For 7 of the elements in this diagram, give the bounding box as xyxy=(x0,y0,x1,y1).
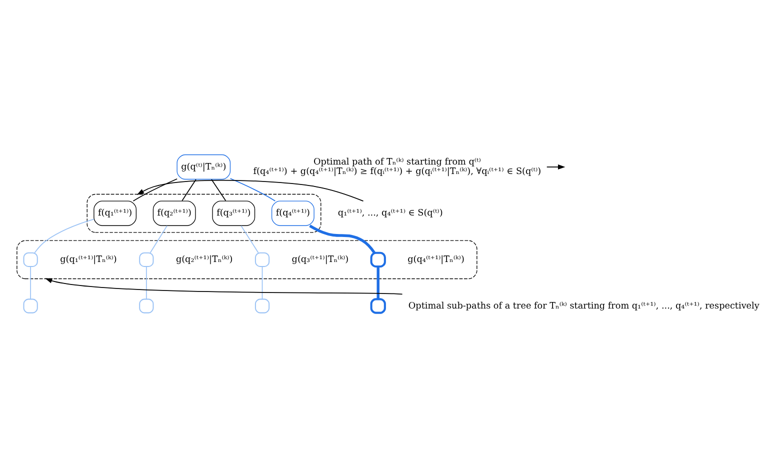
node-label: g(q₃⁽ᵗ⁺¹⁾|Tₙ⁽ᵏ⁾) xyxy=(292,254,349,264)
node-text: Optimal path of Tₙ⁽ᵏ⁾ starting from q⁽ᵗ⁾ f(q₄⁽ᵗ⁺¹⁾) + g(q₄⁽ᵗ⁺¹⁾|Tₙ⁽ᵏ⁾) ≥ f(qᵢ⁽ᵗ⁺¹⁾) + g(qᵢ⁽ᵗ⁺¹⁾|Tₙ⁽ᵏ⁾), ∀qᵢ⁽ᵗ⁺¹⁾ ∈ S(q⁽ᵗ⁾) xyxy=(253,157,542,177)
node-label: g(q₂⁽ᵗ⁺¹⁾|Tₙ⁽ᵏ⁾) xyxy=(176,254,233,264)
node-label: g(q₄⁽ᵗ⁺¹⁾|Tₙ⁽ᵏ⁾) xyxy=(408,254,464,264)
node-text: q₁⁽ᵗ⁺¹⁾, ..., q₄⁽ᵗ⁺¹⁾ ∈ S(q⁽ᵗ⁾) xyxy=(338,208,443,218)
node-label: g(q₁⁽ᵗ⁺¹⁾|Tₙ⁽ᵏ⁾) xyxy=(60,254,117,264)
node-text: Optimal sub-paths of a tree for Tₙ⁽ᵏ⁾ starting from q₁⁽ᵗ⁺¹⁾, ..., q₄⁽ᵗ⁺¹⁾, respectively xyxy=(408,300,760,311)
